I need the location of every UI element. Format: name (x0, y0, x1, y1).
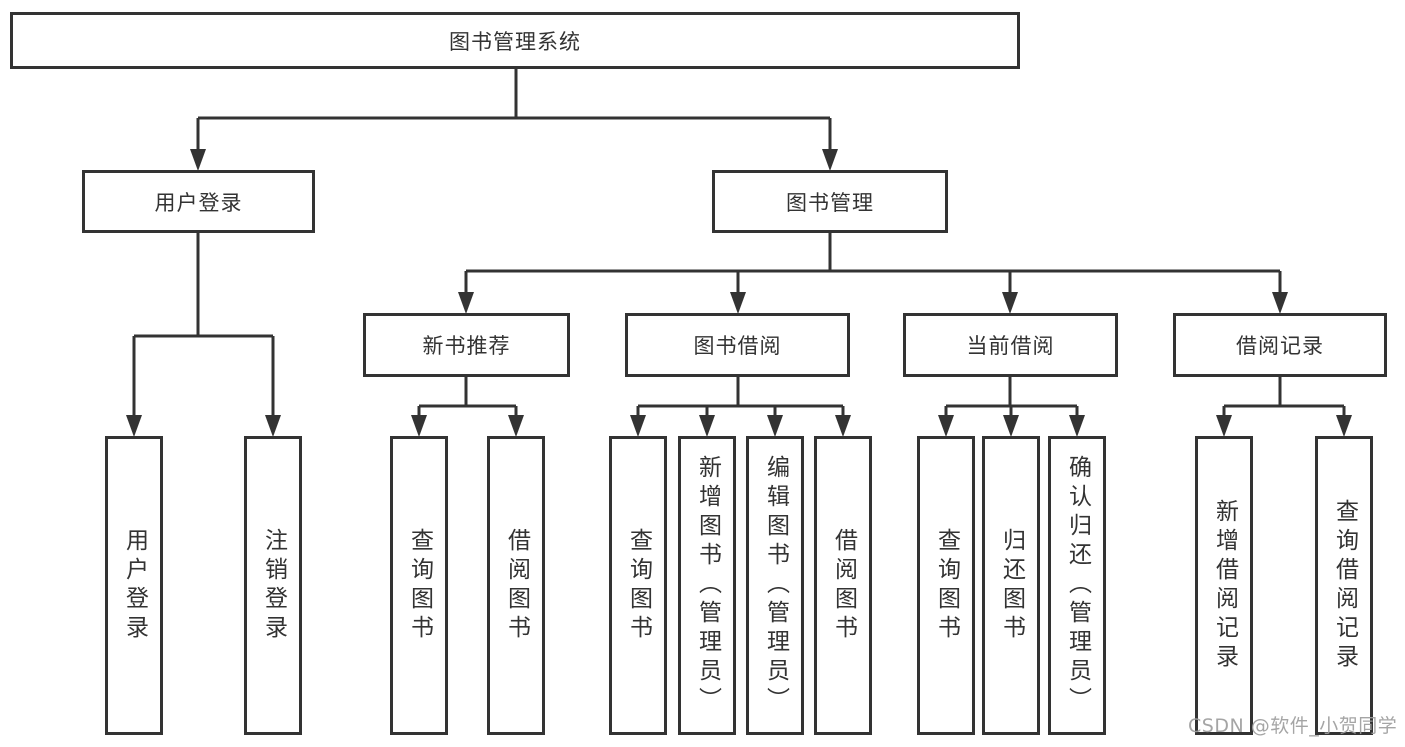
csdn-watermark: CSDN @软件_小贺同学 (1188, 715, 1398, 737)
node-new-book-recommend: 新书推荐 (363, 313, 570, 377)
arrowhead-icons (126, 149, 1352, 437)
leaf-add-books-admin: 新增图书（管理员） (678, 436, 736, 735)
leaf-borrow-books-recommend: 借阅图书 (487, 436, 545, 735)
leaf-query-books-current: 查询图书 (917, 436, 975, 735)
leaf-query-books-recommend: 查询图书 (390, 436, 448, 735)
leaf-query-books-borrow: 查询图书 (609, 436, 667, 735)
leaf-add-borrow-record: 新增借阅记录 (1195, 436, 1253, 735)
node-book-management-module: 图书管理 (712, 170, 948, 233)
leaf-edit-books-admin: 编辑图书（管理员） (746, 436, 804, 735)
node-root-system: 图书管理系统 (10, 12, 1020, 69)
leaf-logout: 注销登录 (244, 436, 302, 735)
leaf-return-books: 归还图书 (982, 436, 1040, 735)
node-book-borrow: 图书借阅 (625, 313, 850, 377)
node-current-borrow: 当前借阅 (903, 313, 1118, 377)
leaf-confirm-return-admin: 确认归还（管理员） (1048, 436, 1106, 735)
leaf-borrow-books: 借阅图书 (814, 436, 872, 735)
leaf-query-borrow-record: 查询借阅记录 (1315, 436, 1373, 735)
node-borrow-records: 借阅记录 (1173, 313, 1387, 377)
node-user-login-module: 用户登录 (82, 170, 315, 233)
leaf-user-login: 用户登录 (105, 436, 163, 735)
